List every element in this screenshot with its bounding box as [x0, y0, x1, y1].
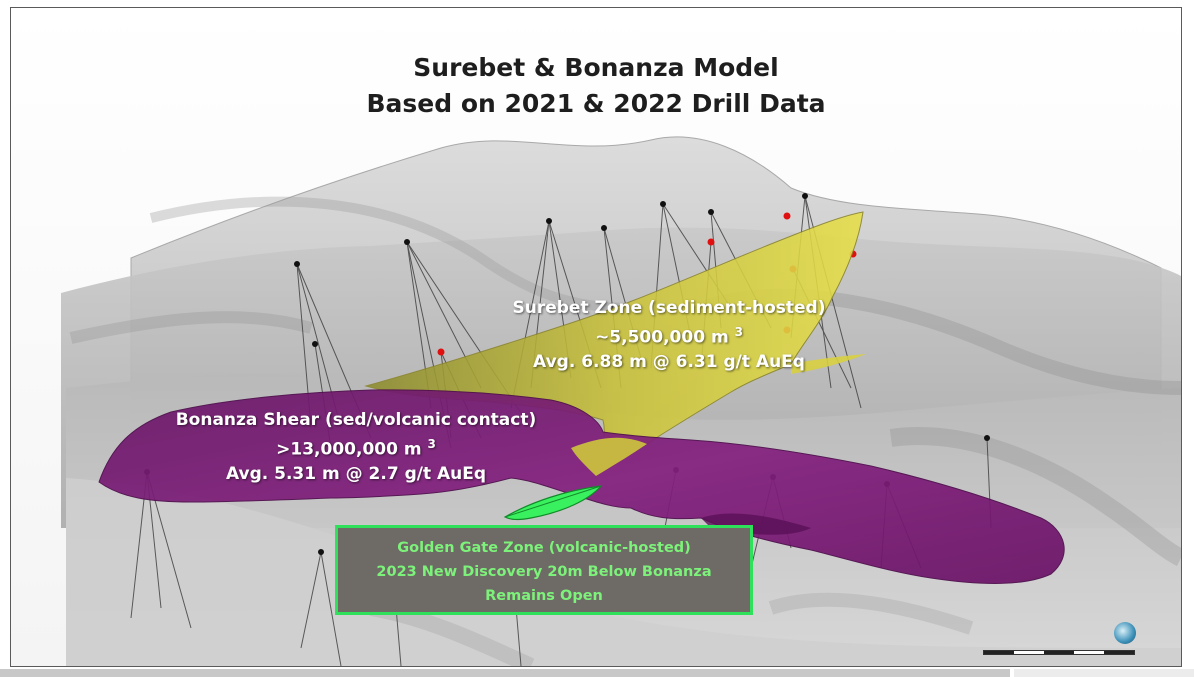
surebet-zone-label: Surebet Zone (sediment-hosted) ~5,500,00… — [489, 296, 849, 374]
surebet-zone-volume-line: ~5,500,000 m 3 — [489, 320, 849, 350]
bonanza-zone-volume: >13,000,000 m — [276, 439, 422, 460]
bonanza-zone-name: Bonanza Shear (sed/volcanic contact) — [175, 410, 537, 430]
bottom-strip-right — [1014, 669, 1194, 677]
bonanza-zone-grade: Avg. 5.31 m @ 2.7 g/t AuEq — [225, 463, 487, 484]
figure-frame: Surebet & Bonanza Model Based on 2021 & … — [10, 7, 1182, 667]
bonanza-zone-volume-exponent: 3 — [427, 437, 436, 451]
bonanza-zone-label: Bonanza Shear (sed/volcanic contact) >13… — [161, 408, 551, 486]
terrain-lower-slope — [66, 478, 1181, 666]
surebet-zone-grade: Avg. 6.88 m @ 6.31 g/t AuEq — [533, 351, 805, 372]
terrain-shade-band — [69, 311, 313, 344]
surebet-zone-tip — [571, 437, 647, 476]
golden-gate-discovery-note: 2023 New Discovery 20m Below Bonanza — [376, 564, 712, 580]
bottom-strip — [0, 669, 1010, 677]
surebet-zone-volume-exponent: 3 — [734, 325, 743, 339]
surebet-zone-name: Surebet Zone (sediment-hosted) — [512, 298, 826, 318]
golden-gate-zone-name: Golden Gate Zone (volcanic-hosted) — [397, 540, 691, 556]
golden-gate-zone-surface — [503, 485, 603, 520]
golden-gate-status: Remains Open — [485, 588, 603, 604]
terrain-shade-band — [768, 592, 974, 635]
surebet-zone-volume: ~5,500,000 m — [595, 327, 729, 348]
surebet-zone-edge — [791, 354, 866, 374]
bonanza-zone-volume-line: >13,000,000 m 3 — [161, 432, 551, 462]
scale-bar — [983, 650, 1135, 655]
orientation-globe-icon — [1114, 622, 1136, 644]
terrain-shade-band — [889, 427, 1181, 567]
title-line-1: Surebet & Bonanza Model — [413, 53, 779, 82]
title-line-2: Based on 2021 & 2022 Drill Data — [366, 89, 826, 118]
golden-gate-zone-callout: Golden Gate Zone (volcanic-hosted) 2023 … — [335, 525, 753, 615]
terrain-shade-band — [149, 196, 632, 313]
golden-gate-zone-ridge — [504, 485, 602, 518]
bonanza-zone-surface — [98, 389, 1065, 584]
